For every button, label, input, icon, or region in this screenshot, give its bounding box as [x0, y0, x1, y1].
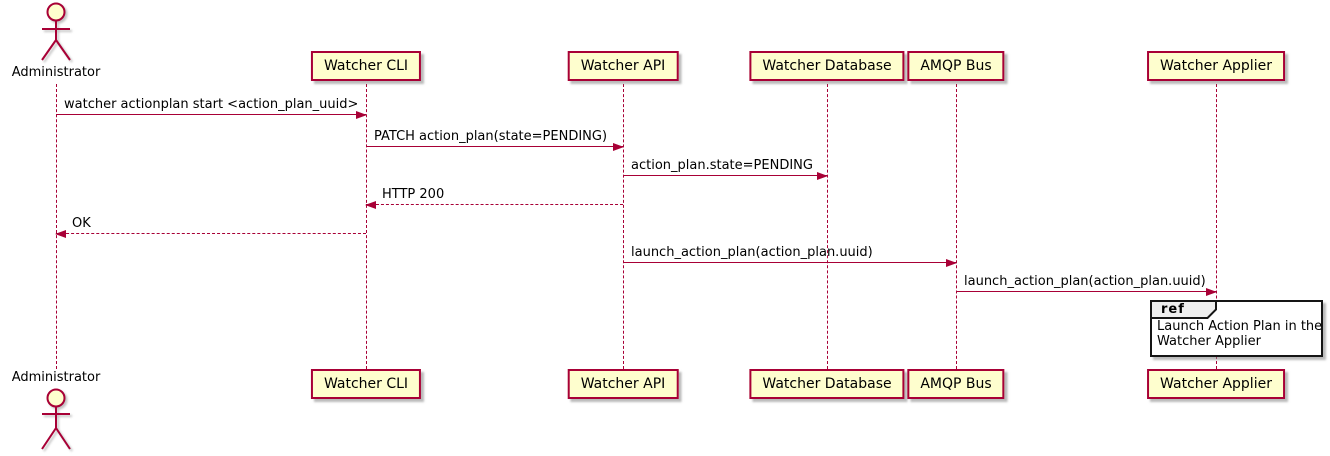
arrowhead-right-icon	[1206, 288, 1217, 296]
message-label: HTTP 200	[382, 187, 445, 202]
lifeline-amqp-bus	[956, 84, 957, 369]
ref-text-line1: Launch Action Plan in the	[1157, 319, 1323, 334]
lifeline-watcher-cli	[366, 84, 367, 369]
participant-top-amqp-bus: AMQP Bus	[907, 51, 1005, 81]
arrowhead-left-icon	[365, 201, 376, 209]
message-patch-action-plan: PATCH action_plan(state=PENDING)	[366, 128, 624, 151]
message-label: watcher actionplan start <action_plan_uu…	[64, 97, 359, 112]
message-label: OK	[72, 216, 91, 231]
message-actionplan-start: watcher actionplan start <action_plan_uu…	[56, 96, 367, 119]
participant-top-watcher-api: Watcher API	[567, 51, 679, 81]
ref-body: Launch Action Plan in the Watcher Applie…	[1157, 319, 1323, 349]
message-launch-action-plan-amqp: launch_action_plan(action_plan.uuid)	[623, 244, 957, 267]
ref-fragment: ref Launch Action Plan in the Watcher Ap…	[1150, 300, 1323, 357]
message-label: launch_action_plan(action_plan.uuid)	[964, 274, 1206, 289]
message-label: launch_action_plan(action_plan.uuid)	[631, 245, 873, 260]
message-http-200: HTTP 200	[365, 186, 623, 209]
lifeline-administrator	[56, 84, 57, 369]
lifeline-watcher-applier	[1216, 84, 1217, 369]
participant-bottom-watcher-applier: Watcher Applier	[1147, 369, 1285, 399]
participant-top-watcher-applier: Watcher Applier	[1147, 51, 1285, 81]
participant-bottom-watcher-database: Watcher Database	[749, 369, 905, 399]
actor-icon	[41, 2, 71, 61]
actor-label-top: Administrator	[11, 65, 101, 80]
message-state-pending: action_plan.state=PENDING	[623, 157, 828, 180]
participant-bottom-amqp-bus: AMQP Bus	[907, 369, 1005, 399]
lifeline-watcher-database	[827, 84, 828, 369]
message-launch-action-plan-applier: launch_action_plan(action_plan.uuid)	[956, 273, 1217, 296]
lifeline-watcher-api	[623, 84, 624, 369]
message-ok: OK	[55, 215, 366, 238]
arrowhead-right-icon	[946, 259, 957, 267]
participant-bottom-watcher-cli: Watcher CLI	[310, 369, 422, 399]
message-label: PATCH action_plan(state=PENDING)	[374, 129, 608, 144]
arrowhead-left-icon	[55, 230, 66, 238]
participant-top-watcher-cli: Watcher CLI	[310, 51, 422, 81]
arrowhead-right-icon	[817, 172, 828, 180]
participant-bottom-watcher-api: Watcher API	[567, 369, 679, 399]
ref-keyword: ref	[1161, 302, 1185, 317]
ref-text-line2: Watcher Applier	[1157, 334, 1261, 349]
arrowhead-right-icon	[356, 111, 367, 119]
participant-top-watcher-database: Watcher Database	[749, 51, 905, 81]
arrowhead-right-icon	[613, 143, 624, 151]
message-label: action_plan.state=PENDING	[631, 158, 813, 173]
actor-label-bottom: Administrator	[11, 370, 101, 385]
ref-tab-icon	[1150, 300, 1217, 319]
actor-icon	[41, 388, 71, 450]
